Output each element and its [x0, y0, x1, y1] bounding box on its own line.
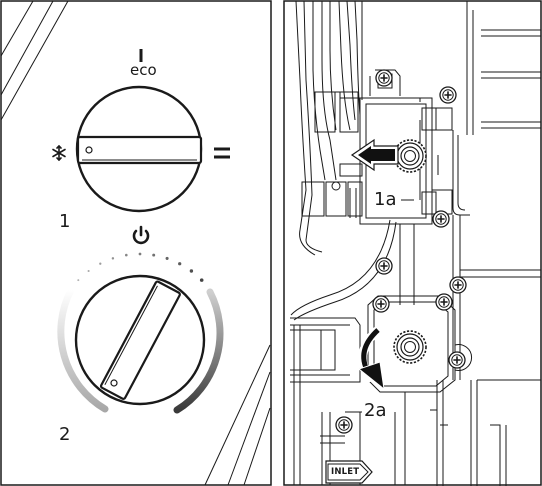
eco-label: eco — [130, 61, 157, 79]
knob-1-handle — [76, 135, 203, 165]
screw-icon — [449, 276, 467, 294]
screw-icon — [435, 293, 453, 311]
scale-dot — [125, 253, 128, 257]
screw-icon — [335, 416, 353, 434]
scale-dot — [189, 269, 194, 273]
housing-lines-top — [0, 0, 69, 121]
housing-structure — [430, 1, 541, 486]
right-panel-frame — [283, 0, 542, 486]
scale-dot — [99, 262, 102, 265]
screw-icon — [375, 257, 393, 275]
dial-ring-left — [57, 286, 109, 413]
dial-ring-right — [173, 288, 224, 414]
equals-icon — [214, 147, 230, 159]
snowflake-icon — [52, 144, 66, 162]
knob-1-indicator — [85, 146, 93, 154]
inlet-arrow-icon — [325, 460, 373, 484]
power-icon — [132, 225, 150, 245]
step-1a-label: 1a — [373, 189, 398, 210]
screw-icon — [439, 86, 457, 104]
scale-dot — [111, 257, 115, 260]
housing-lines-bottom — [204, 344, 271, 486]
scale-dot — [152, 253, 156, 257]
screw-icon — [375, 69, 393, 87]
gear-1a-icon — [393, 139, 427, 173]
screw-icon — [432, 210, 450, 228]
scale-dot — [138, 252, 142, 256]
screw-icon — [448, 351, 466, 369]
right-panel — [283, 0, 542, 486]
scale-dot — [178, 262, 182, 266]
screw-icon — [372, 295, 390, 313]
knob-2-number: 2 — [59, 424, 71, 445]
knob-2 — [74, 274, 206, 406]
scale-dot — [77, 279, 80, 282]
knob-1 — [75, 85, 203, 213]
knob-2-handle — [99, 280, 181, 400]
rotate-arrow-icon — [357, 325, 385, 391]
step-2a-label: 2a — [363, 400, 388, 421]
inlet-label: INLET — [331, 467, 360, 477]
label-leaders — [350, 199, 414, 413]
scale-dot — [87, 269, 90, 273]
scale-dot — [199, 278, 204, 282]
gear-2a-icon — [393, 330, 427, 364]
wiring-bundle — [290, 0, 397, 485]
arrow-left-icon — [350, 138, 399, 172]
knob-1-number: 1 — [59, 211, 71, 232]
left-panel — [0, 0, 272, 486]
scale-dot — [165, 256, 169, 260]
knob-2-indicator — [110, 379, 118, 387]
